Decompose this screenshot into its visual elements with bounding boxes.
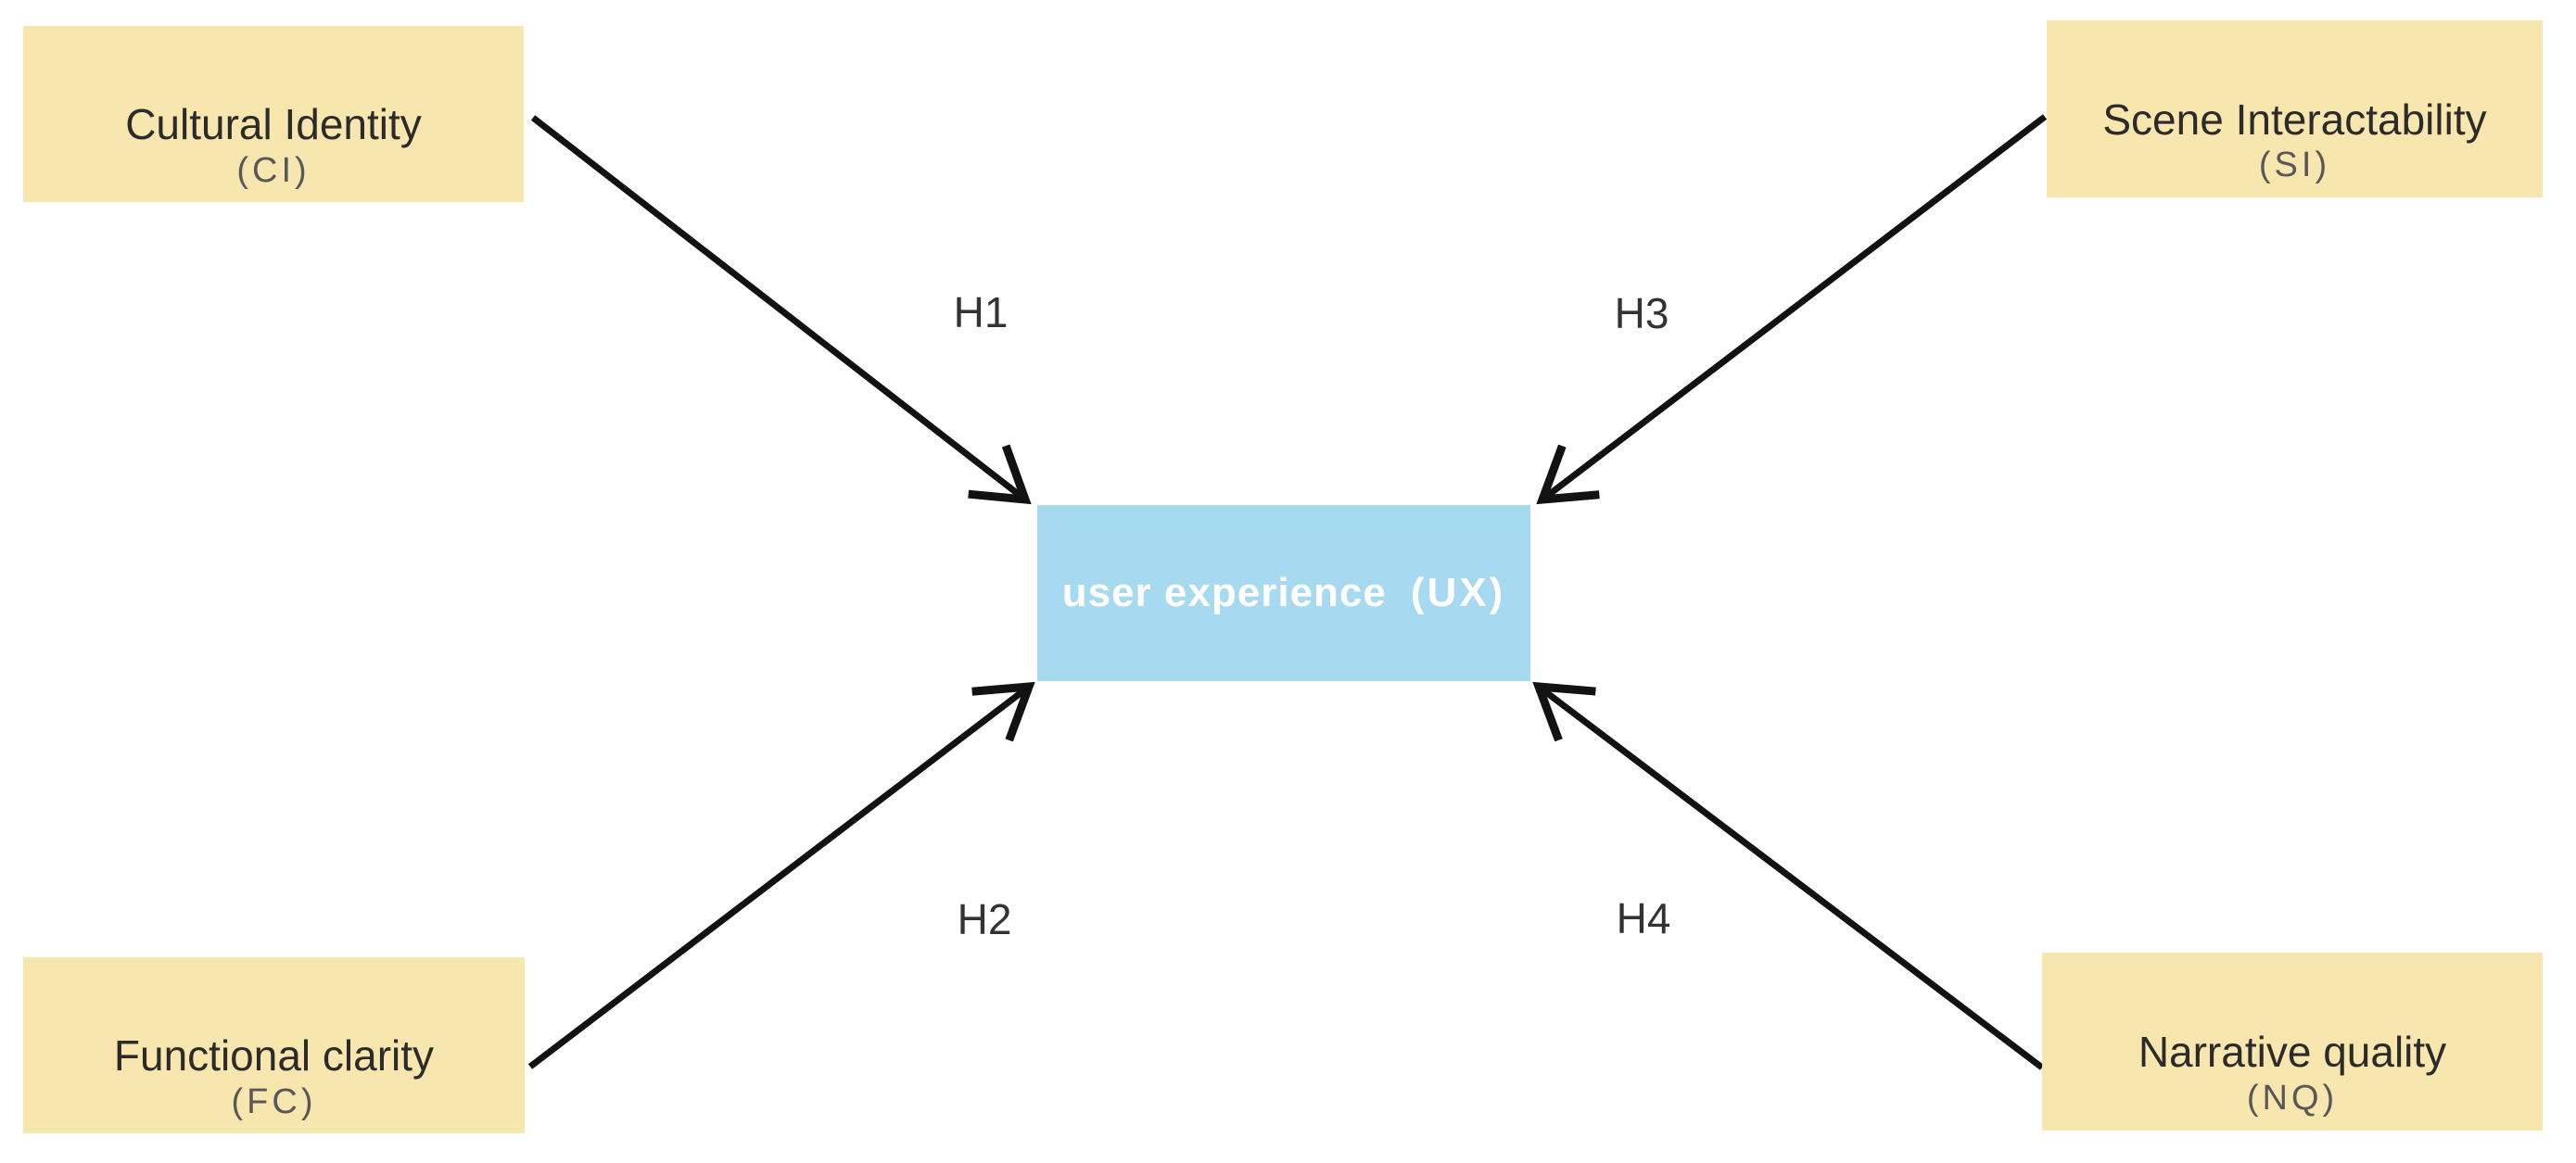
factor-abbr-si: (SI) — [2258, 145, 2331, 185]
factor-label-functional-clarity: Functional clarity — [113, 1031, 435, 1081]
center-abbr-ux: (UX) — [1410, 570, 1506, 615]
factor-label-narrative-quality: Narrative quality — [2138, 1028, 2447, 1077]
hypothesis-label-h3: H3 — [1614, 289, 1669, 337]
arrow-h4-nq-to-ux — [1532, 681, 2045, 1070]
factor-box-narrative-quality: Narrative quality (NQ) — [2042, 953, 2543, 1131]
arrow-h2-fc-to-ux — [527, 681, 1035, 1069]
factor-abbr-fc: (FC) — [231, 1081, 317, 1121]
center-box-user-experience: user experience (UX) — [1037, 505, 1530, 681]
factor-abbr-nq: (NQ) — [2246, 1078, 2339, 1118]
hypothesis-label-h2: H2 — [957, 895, 1012, 943]
factor-box-cultural-identity: Cultural Identity (CI) — [23, 26, 524, 202]
hypothesis-label-h1: H1 — [953, 288, 1009, 336]
factor-label-scene-interactability: Scene Interactability — [2102, 95, 2487, 144]
factor-label-cultural-identity: Cultural Identity — [125, 100, 422, 149]
hypothesis-label-h4: H4 — [1616, 894, 1671, 942]
factor-box-scene-interactability: Scene Interactability (SI) — [2047, 20, 2543, 197]
factor-box-functional-clarity: Functional clarity (FC) — [23, 957, 525, 1133]
factor-abbr-ci: (CI) — [236, 150, 311, 190]
center-label-user-experience: user experience — [1061, 570, 1387, 615]
